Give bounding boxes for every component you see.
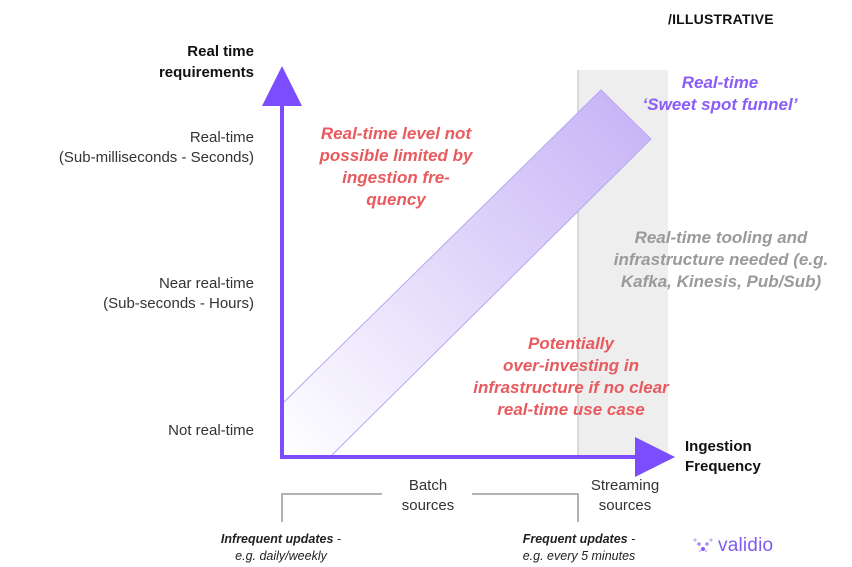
annotation-sweet-spot: Real-time ‘Sweet spot funnel’ <box>642 73 798 114</box>
validio-logo: validio <box>692 535 773 557</box>
x-axis-title: Ingestion Frequency <box>685 438 761 475</box>
batch-sources-label: Batch sources <box>401 477 455 514</box>
annotation-not-possible: Real-time level not possible limited by … <box>319 124 473 209</box>
annotation-tooling: Real-time tooling and infrastructure nee… <box>613 228 829 291</box>
annotation-over-investing: Potentially over-investing in infrastruc… <box>473 334 669 419</box>
y-level-not-real-time: Not real-time <box>168 422 254 439</box>
y-level-real-time: Real-time (Sub-milliseconds - Seconds) <box>58 129 254 166</box>
batch-bracket-left <box>281 493 382 522</box>
validio-logo-icon <box>693 538 713 553</box>
illustrative-tag: /ILLUSTRATIVE <box>668 11 774 27</box>
y-level-near-real-time: Near real-time (Sub-seconds - Hours) <box>103 275 254 312</box>
streaming-sources-label: Streaming sources <box>590 477 660 514</box>
validio-logo-text: validio <box>718 535 774 556</box>
batch-bracket-right <box>472 493 579 522</box>
y-axis-title: Real time requirements <box>158 43 254 81</box>
footnote-frequent: Frequent updates - e.g. every 5 minutes <box>522 532 636 563</box>
footnote-infrequent: Infrequent updates - e.g. daily/weekly <box>220 532 342 563</box>
